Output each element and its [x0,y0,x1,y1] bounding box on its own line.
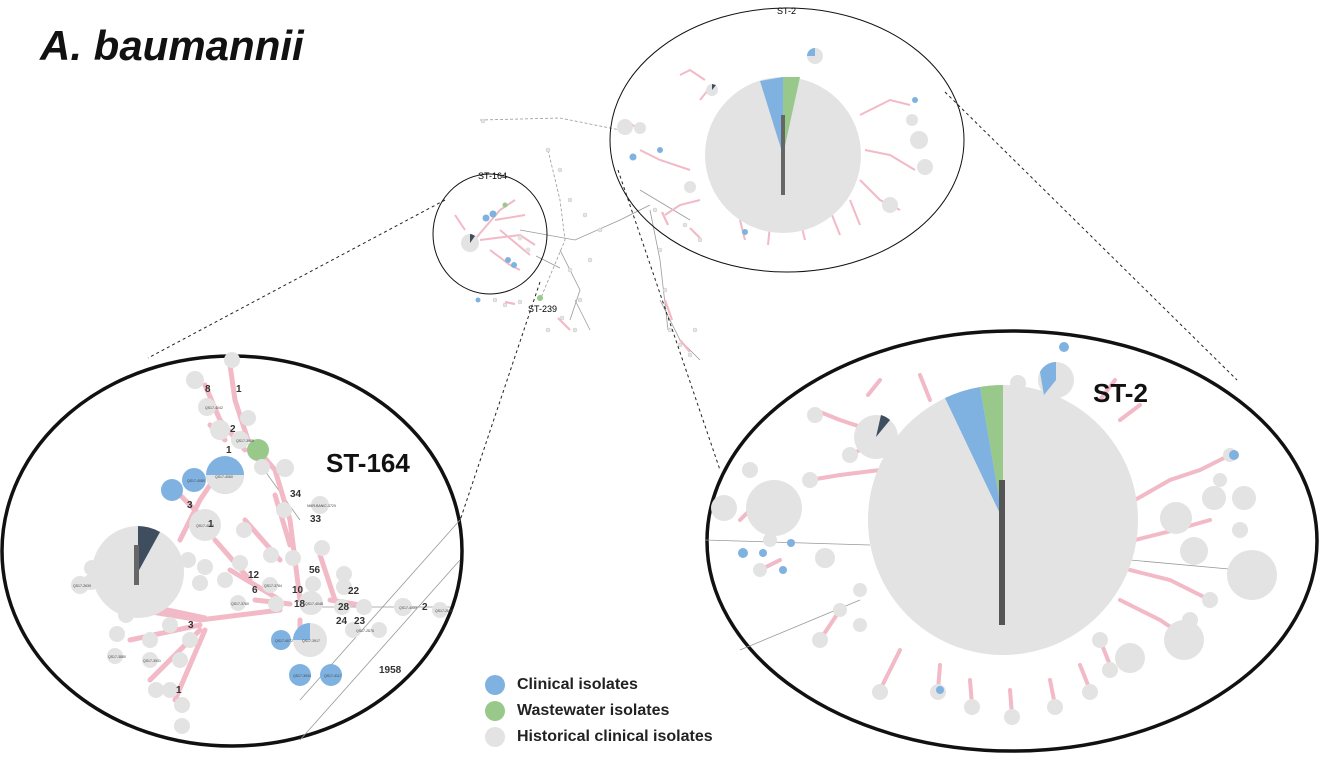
node-id-label: QS17-4117 [324,674,342,678]
edge-label: 1 [176,685,182,696]
legend-item-wastewater: Wastewater isolates [485,698,713,724]
edge-label: 1 [226,445,232,456]
edge-label: 3 [188,620,194,631]
st164-zoom-label: ST-164 [326,448,410,478]
legend-item-clinical: Clinical isolates [485,672,713,698]
edge-label: 2 [422,602,428,613]
st2-zoom-label: ST-2 [1093,378,1148,408]
st164-overview-label: ST-164 [478,171,507,181]
edge-label: 33 [310,514,322,525]
edge-label: 3 [187,500,193,511]
overview-links [479,117,701,361]
edge-label: 22 [348,586,360,597]
edge-label: 23 [354,616,366,627]
wastewater-swatch-icon [485,701,505,721]
node-id-label: QS17-3784 [264,584,282,588]
edge-label: 24 [336,616,348,627]
legend-item-historical: Historical clinical isolates [485,724,713,750]
node-id-label: QS17-4042 [205,406,223,410]
node-id-label: QS17-3931 [143,659,161,663]
node-id-label: QS17-4072 [275,639,293,643]
overview-st164-cluster: ST-164 ST-239 [432,171,557,314]
edge-label: 6 [252,585,258,596]
overview-st2-cluster: ST-2 [609,6,965,273]
edge-label: 28 [338,602,350,613]
node-id-label: QS17-3760 [231,602,249,606]
edge-label: 8 [205,384,211,395]
legend: Clinical isolates Wastewater isolates Hi… [485,672,713,750]
legend-label: Historical clinical isolates [517,728,713,745]
node-id-label: QS17-4033 [399,606,417,610]
edge-label: 1 [208,519,214,530]
node-id-label: QS17-4069 [196,524,214,528]
st239-label: ST-239 [528,304,557,314]
edge-label: 2 [230,424,236,435]
edge-label: 56 [309,565,321,576]
node-id-label: QS17-3985 [236,439,254,443]
node-id-label: QS17-3934 [293,674,311,678]
node-id-label: QS17-4080 [187,479,205,483]
st164-zoom: 1 2 1 34 33 56 10 18 22 28 24 23 8 1 3 6… [0,352,464,748]
historical-swatch-icon [485,727,505,747]
st2-overview-label: ST-2 [777,6,796,16]
node-id-label: QS17-2639 [73,584,91,588]
long-link [299,559,461,741]
overview-pink-links [504,211,701,353]
figure-title: A. baumannii [40,22,304,69]
node-id-label: QS17-3917 [302,639,320,643]
legend-label: Wastewater isolates [517,702,670,719]
node-id-label: NMR-BANIC-3729 [307,504,336,508]
node-id-label: QS17-4048 [305,602,323,606]
node-id-label: QS17-2648 [435,609,453,613]
node-id-label: QS17-4060 [215,475,233,479]
edge-label: 12 [248,570,260,581]
edge-label: 1 [236,384,242,395]
clinical-swatch-icon [485,675,505,695]
overview-small-nodes [480,118,703,358]
edge-label: 1958 [379,665,402,676]
edge-label: 34 [290,489,302,500]
st2-zoom: ST-2 [704,329,1319,753]
node-id-label: QS17-3880 [108,655,126,659]
edge-label: 10 [292,585,304,596]
edge-label: 18 [294,599,306,610]
legend-label: Clinical isolates [517,676,638,693]
node-id-label: QS17-2876 [356,629,374,633]
